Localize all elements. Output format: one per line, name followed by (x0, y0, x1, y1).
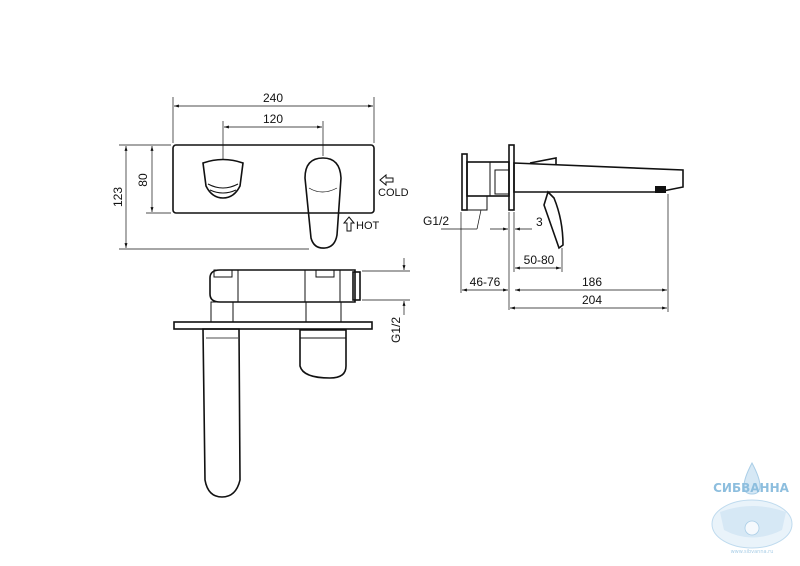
outlet-pipe (210, 301, 234, 323)
dim-width-label: 240 (263, 91, 283, 105)
dim-adjust-small-label: 50-80 (524, 253, 555, 267)
mascot-face-icon (744, 520, 760, 536)
side-thread-label: G1/2 (423, 214, 449, 228)
dim-total-label: 204 (582, 293, 602, 307)
cold-arrow-icon (379, 173, 394, 187)
watermark-logo: СИБВАННА www.sibvanna.ru (711, 461, 793, 555)
dim-line-g12 (476, 209, 482, 230)
top-thread-label: G1/2 (389, 317, 403, 343)
body-connector (494, 169, 510, 195)
brand-name: СИБВАННА (713, 481, 790, 495)
cartridge-neck (305, 301, 342, 323)
inlet-fitting (352, 271, 361, 301)
hot-arrow-icon (342, 216, 356, 232)
top-view: G1/2 (173, 258, 410, 498)
dim-height-plate-label: 80 (136, 173, 150, 187)
side-view: G1/2 3 50-80 46-76 186 204 (423, 144, 684, 312)
handle-lever-edge (308, 187, 338, 193)
dim-height-outer-label: 123 (111, 187, 125, 207)
aerator (655, 186, 666, 193)
cover-plate (172, 144, 375, 214)
cap-bolt (213, 269, 233, 278)
handle-side (529, 157, 557, 164)
handle-lever (304, 157, 342, 249)
spout-side (513, 162, 684, 193)
body-nut (466, 195, 488, 211)
cap-bolt (315, 269, 335, 278)
body-block (466, 161, 510, 197)
dim-adjust-large-label: 46-76 (470, 275, 501, 289)
hot-label: HOT (356, 220, 380, 232)
mixer-housing (209, 269, 356, 303)
lever-side (543, 190, 564, 250)
cold-label: COLD (378, 187, 409, 199)
dim-offset-label: 3 (536, 215, 543, 229)
spout-outlet-inner (207, 183, 239, 194)
water-drop-icon (743, 461, 761, 495)
mounting-plate (173, 321, 373, 330)
front-view: 240 120 123 80 COLD HOT (111, 91, 409, 250)
handle-top-view (299, 329, 347, 379)
spout-body-top (202, 328, 241, 498)
dim-spout-label: 186 (582, 275, 602, 289)
brand-site: www.sibvanna.ru (731, 549, 774, 555)
spout-outlet (202, 158, 244, 199)
dim-spacing-label: 120 (263, 112, 283, 126)
